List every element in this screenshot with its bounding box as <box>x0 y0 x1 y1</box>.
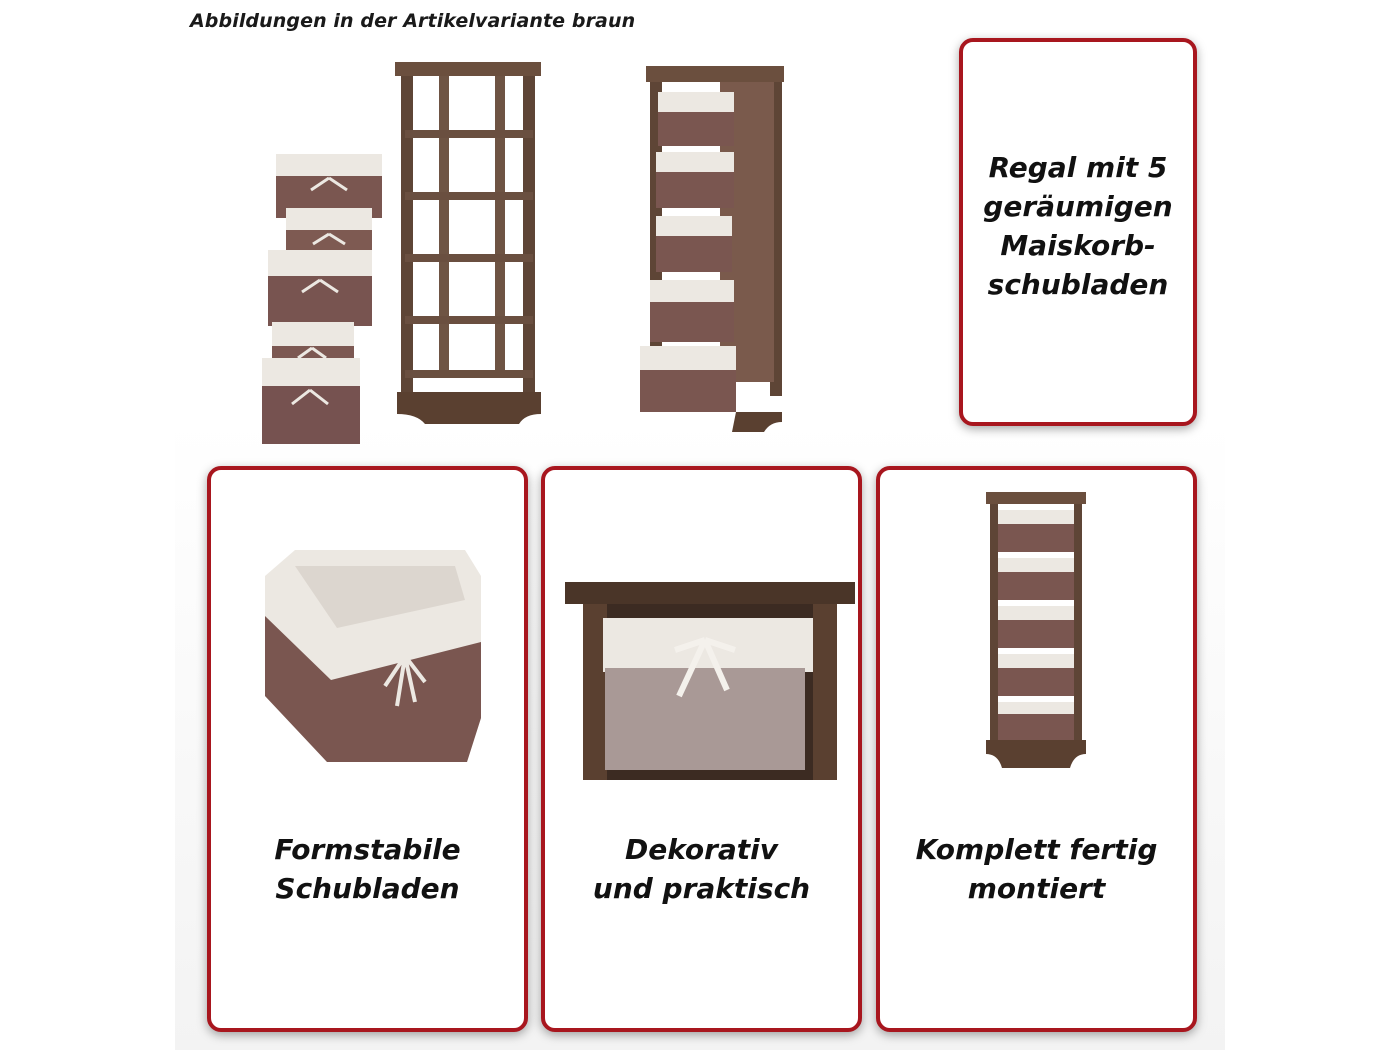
feature-card-decorative: Dekorativ und praktisch <box>541 466 862 1032</box>
empty-shelf-frame-image <box>395 62 541 424</box>
feature-text-line: Formstabile <box>274 833 461 866</box>
shelf-with-drawers-image <box>640 66 784 432</box>
feature-text-line: Dekorativ <box>624 833 779 866</box>
feature-text-line: montiert <box>967 872 1106 905</box>
variant-caption: Abbildungen in der Artikelvariante braun <box>190 10 636 32</box>
stacked-baskets-image <box>262 154 382 444</box>
drawer-closeup-image <box>565 582 855 780</box>
feature-text-line: und praktisch <box>592 872 811 905</box>
feature-card-assembled: Komplett fertig montiert <box>876 466 1197 1032</box>
feature-text-line: Maiskorb- <box>1000 229 1156 262</box>
feature-text-line: Komplett fertig <box>915 833 1158 866</box>
assembled-shelf-image <box>986 492 1086 768</box>
feature-text-line: Regal mit 5 <box>988 151 1168 184</box>
feature-card-storage: Regal mit 5 geräumigen Maiskorb- schubla… <box>959 38 1197 426</box>
feature-card-stable-drawers: Formstabile Schubladen <box>207 466 528 1032</box>
feature-text-line: Schubladen <box>275 872 460 905</box>
feature-text-line: geräumigen <box>983 190 1173 223</box>
feature-text-line: schubladen <box>987 268 1169 301</box>
single-basket-image <box>265 550 481 762</box>
